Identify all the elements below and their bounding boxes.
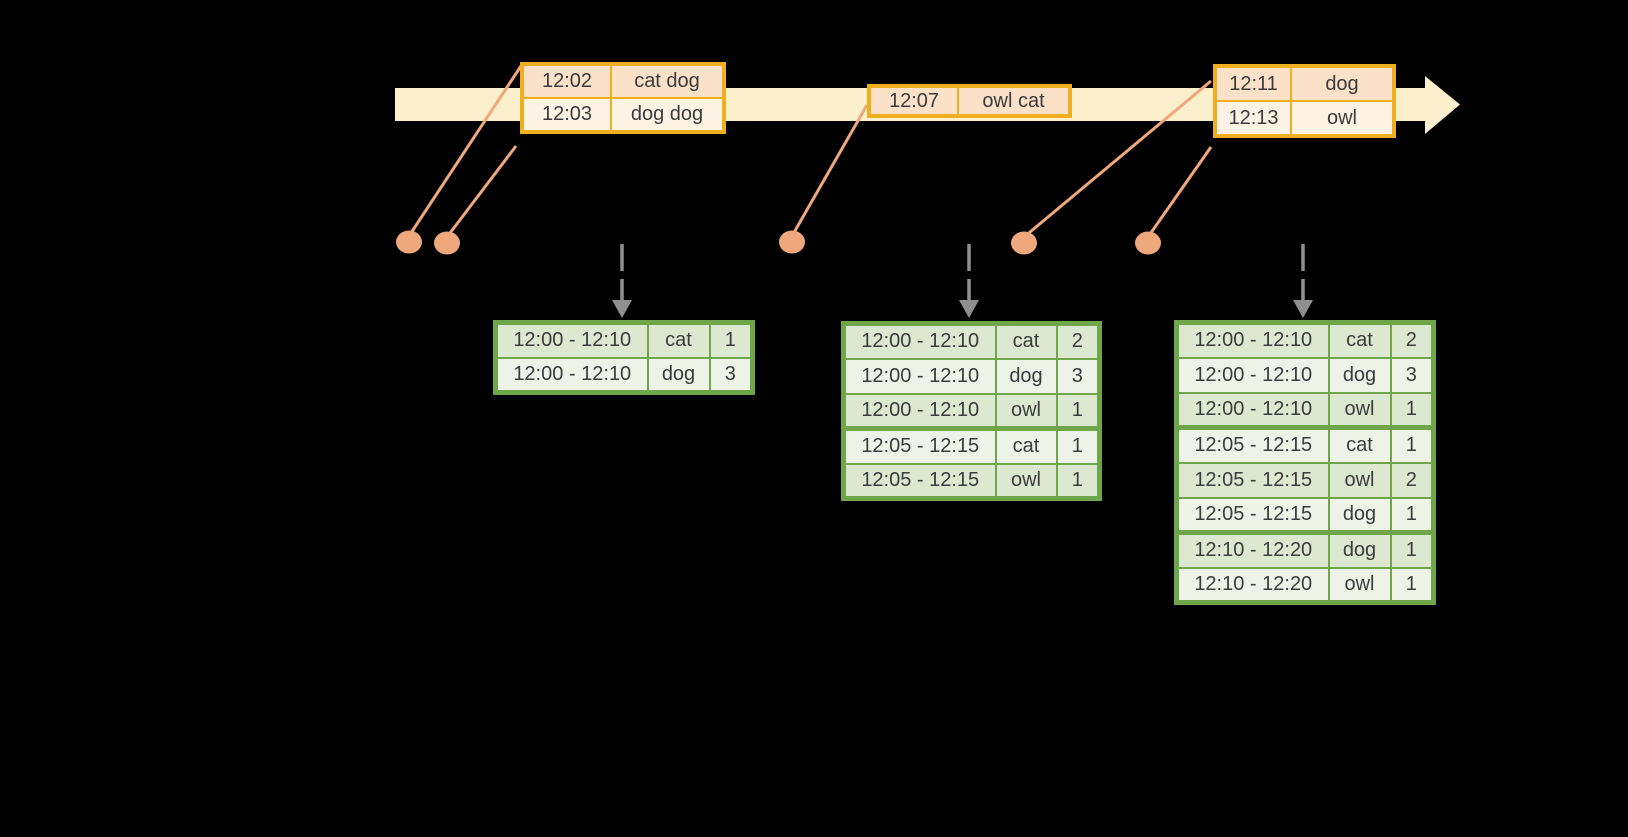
- word-cell: cat: [646, 321, 711, 359]
- word-cell: dog: [1327, 356, 1392, 394]
- word-cell: owl: [1327, 566, 1392, 604]
- window-cell: 12:00 - 12:10: [842, 357, 997, 395]
- event-words-cell: dog: [1290, 65, 1395, 102]
- count-cell: 1: [708, 321, 754, 359]
- window-cell: 12:05 - 12:15: [1175, 496, 1330, 534]
- window-cell: 12:10 - 12:20: [1175, 566, 1330, 604]
- event-connector-lines: [407, 65, 1213, 239]
- count-cell: 1: [1055, 392, 1101, 430]
- event-dot-icon: [779, 230, 805, 254]
- window-cell: 12:10 - 12:20: [1175, 530, 1330, 569]
- count-cell: 3: [708, 356, 754, 394]
- word-cell: dog: [1327, 530, 1392, 569]
- count-cell: 2: [1389, 461, 1435, 499]
- count-cell: 1: [1389, 496, 1435, 534]
- window-cell: 12:05 - 12:15: [842, 462, 997, 500]
- event-connector-line: [1023, 79, 1212, 239]
- window-cell: 12:00 - 12:10: [494, 321, 649, 359]
- event-time-cell: 12:02: [521, 63, 612, 99]
- event-time-cell: 12:03: [521, 97, 612, 133]
- word-cell: owl: [994, 462, 1058, 500]
- word-cell: dog: [646, 356, 711, 394]
- word-cell: owl: [994, 392, 1058, 430]
- count-cell: 2: [1389, 321, 1435, 359]
- trigger-arrowhead-icon: [612, 300, 632, 318]
- count-cell: 2: [1055, 322, 1101, 360]
- word-cell: owl: [1327, 391, 1392, 429]
- timeline-arrowhead: [1425, 76, 1460, 134]
- event-connector-line: [790, 104, 869, 237]
- word-cell: cat: [994, 426, 1058, 465]
- word-cell: dog: [994, 357, 1058, 395]
- event-time-cell: 12:07: [868, 85, 959, 117]
- count-cell: 3: [1389, 356, 1435, 394]
- word-cell: owl: [1327, 461, 1392, 499]
- word-cell: dog: [1327, 496, 1392, 534]
- event-connector-line: [1146, 146, 1213, 238]
- trigger-arrowhead-icon: [959, 300, 979, 318]
- window-cell: 12:00 - 12:10: [1175, 391, 1330, 429]
- count-cell: 1: [1055, 462, 1101, 500]
- trigger-arrows: [612, 244, 1313, 318]
- word-cell: cat: [1327, 321, 1392, 359]
- window-cell: 12:05 - 12:15: [1175, 461, 1330, 499]
- window-cell: 12:05 - 12:15: [1175, 425, 1330, 464]
- event-connector-line: [407, 65, 523, 237]
- count-cell: 1: [1389, 566, 1435, 604]
- event-dot-icon: [434, 231, 460, 255]
- event-dot-icon: [396, 230, 422, 254]
- window-cell: 12:00 - 12:10: [842, 322, 997, 360]
- window-cell: 12:05 - 12:15: [842, 426, 997, 465]
- count-cell: 3: [1055, 357, 1101, 395]
- trigger-arrowhead-icon: [1293, 300, 1313, 318]
- event-dot-icon: [1011, 231, 1037, 255]
- count-cell: 1: [1389, 530, 1435, 569]
- event-words-cell: cat dog: [610, 63, 725, 99]
- event-words-cell: owl: [1290, 100, 1395, 137]
- window-cell: 12:00 - 12:10: [494, 356, 649, 394]
- word-cell: cat: [1327, 425, 1392, 464]
- event-connector-line: [445, 145, 518, 238]
- window-cell: 12:00 - 12:10: [1175, 321, 1330, 359]
- event-time-cell: 12:11: [1214, 65, 1292, 102]
- count-cell: 1: [1389, 391, 1435, 429]
- window-cell: 12:00 - 12:10: [842, 392, 997, 430]
- event-dots: [396, 230, 1161, 255]
- event-time-cell: 12:13: [1214, 100, 1292, 137]
- count-cell: 1: [1055, 426, 1101, 465]
- count-cell: 1: [1389, 425, 1435, 464]
- event-words-cell: owl cat: [957, 85, 1071, 117]
- event-words-cell: dog dog: [610, 97, 725, 133]
- word-cell: cat: [994, 322, 1058, 360]
- event-dot-icon: [1135, 231, 1161, 255]
- window-cell: 12:00 - 12:10: [1175, 356, 1330, 394]
